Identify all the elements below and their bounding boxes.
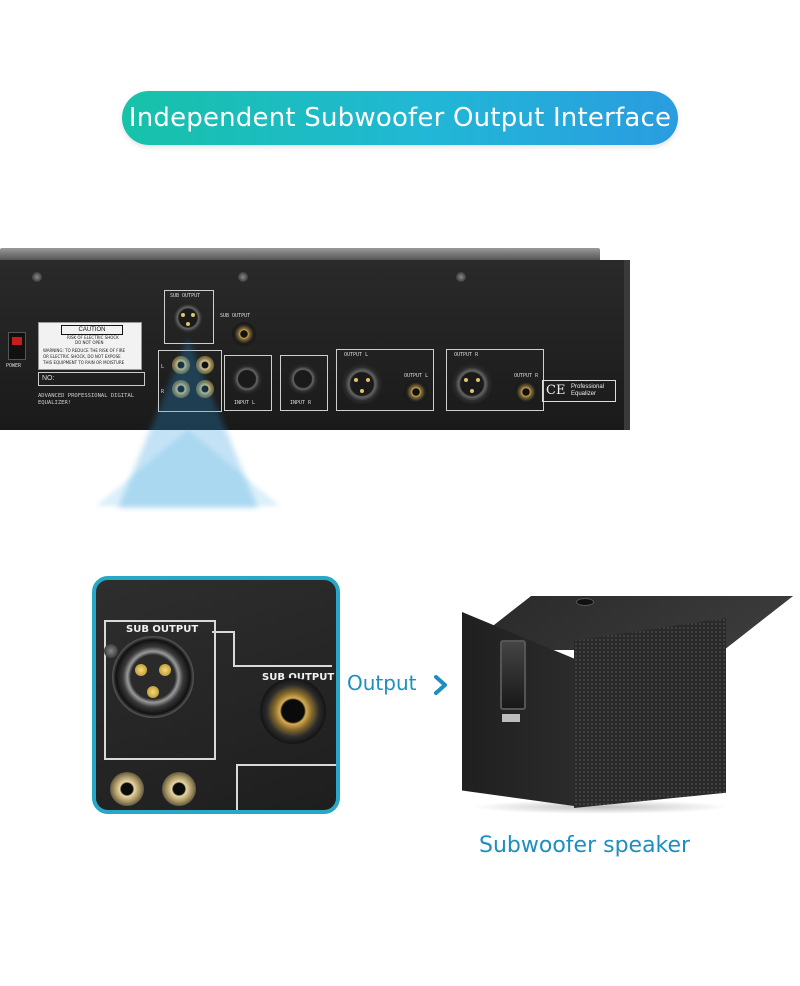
- ce-text: Professional Equalizer: [571, 384, 605, 397]
- speaker-handle: [500, 640, 526, 710]
- equalizer-top-edge: [0, 248, 600, 262]
- closeup-rca-jack: [162, 772, 196, 806]
- output-label: Output: [347, 671, 417, 695]
- sub-output-box: [164, 290, 214, 344]
- input-r-label: INPUT R: [290, 400, 312, 406]
- screw: [456, 272, 466, 282]
- speaker-caption: Subwoofer speaker: [479, 833, 691, 858]
- chevron-right-icon: [434, 675, 447, 695]
- input-r-combo-jack: [288, 364, 318, 394]
- sub-output-jack-label: SUB OUTPUT: [220, 313, 251, 319]
- caution-title: CAUTION: [61, 325, 123, 335]
- rca-l-label: L: [161, 364, 165, 370]
- output-l-jack-label: OUTPUT L: [404, 373, 429, 379]
- caution-line: THIS EQUIPMENT TO RAIN OR MOISTURE: [43, 360, 125, 365]
- speaker-shadow: [470, 800, 730, 814]
- rca-input-box: [158, 350, 222, 412]
- power-switch: [8, 332, 26, 360]
- caution-line: RISK OF ELECTRIC SHOCK: [67, 335, 119, 340]
- serial-number-field: NO:: [38, 372, 145, 386]
- equalizer-rear-panel: POWER CAUTION RISK OF ELECTRIC SHOCK DO …: [0, 240, 640, 440]
- closeup-xlr-label: SUB OUTPUT: [126, 624, 199, 635]
- closeup-sub-output-jack: [260, 678, 326, 744]
- speaker-pole-mount: [576, 598, 594, 606]
- product-name: ADVANCED PROFESSIONAL DIGITAL EQUALIZER!: [38, 393, 135, 406]
- rca-jack: [172, 380, 190, 398]
- sub-output-closeup: SUB OUTPUT SUB OUTPUT: [92, 576, 340, 814]
- closeup-jack-label: SUB OUTPUT: [262, 672, 335, 683]
- closeup-connector-line: [212, 631, 332, 667]
- closeup-lower-box: [236, 764, 336, 810]
- input-r-box: [280, 355, 328, 411]
- output-r-jack-label: OUTPUT R: [514, 373, 539, 379]
- rca-jack: [196, 380, 214, 398]
- ce-badge: CE Professional Equalizer: [542, 380, 616, 402]
- page-title: Independent Subwoofer Output Interface: [128, 103, 672, 133]
- caution-line: OR ELECTRIC SHOCK, DO NOT EXPOSE: [43, 354, 121, 359]
- output-r-jack: [514, 380, 538, 404]
- closeup-xlr-box: [104, 620, 216, 760]
- sub-output-jack: [232, 322, 256, 346]
- speaker-grille: [574, 618, 726, 808]
- output-l-xlr-connector: [342, 364, 382, 404]
- screw: [238, 272, 248, 282]
- output-l-xlr-label: OUTPUT L: [344, 352, 369, 358]
- rca-r-label: R: [161, 389, 165, 395]
- ce-mark: CE: [546, 383, 566, 398]
- caution-label: CAUTION RISK OF ELECTRIC SHOCK DO NOT OP…: [38, 322, 142, 370]
- speaker-badge: [502, 714, 520, 722]
- highlight-beam-base: [96, 430, 280, 506]
- output-l-box: [336, 349, 434, 411]
- title-banner: Independent Subwoofer Output Interface: [122, 91, 678, 145]
- screw: [32, 272, 42, 282]
- rca-jack: [172, 356, 190, 374]
- rca-jack: [196, 356, 214, 374]
- screw: [104, 644, 118, 658]
- input-l-label: INPUT L: [234, 400, 256, 406]
- output-r-xlr-label: OUTPUT R: [454, 352, 479, 358]
- power-label: POWER: [6, 363, 22, 369]
- output-l-jack: [404, 380, 428, 404]
- input-l-box: [224, 355, 272, 411]
- caution-line: WARNING: TO REDUCE THE RISK OF FIRE: [43, 348, 126, 353]
- closeup-xlr-connector: [112, 636, 194, 718]
- input-l-combo-jack: [232, 364, 262, 394]
- caution-line: DO NOT OPEN: [75, 340, 104, 345]
- highlight-beam: [118, 338, 258, 508]
- closeup-rca-jack: [110, 772, 144, 806]
- sub-output-xlr-connector: [172, 302, 204, 334]
- sub-output-label: SUB OUTPUT: [170, 293, 201, 299]
- output-r-xlr-connector: [452, 364, 492, 404]
